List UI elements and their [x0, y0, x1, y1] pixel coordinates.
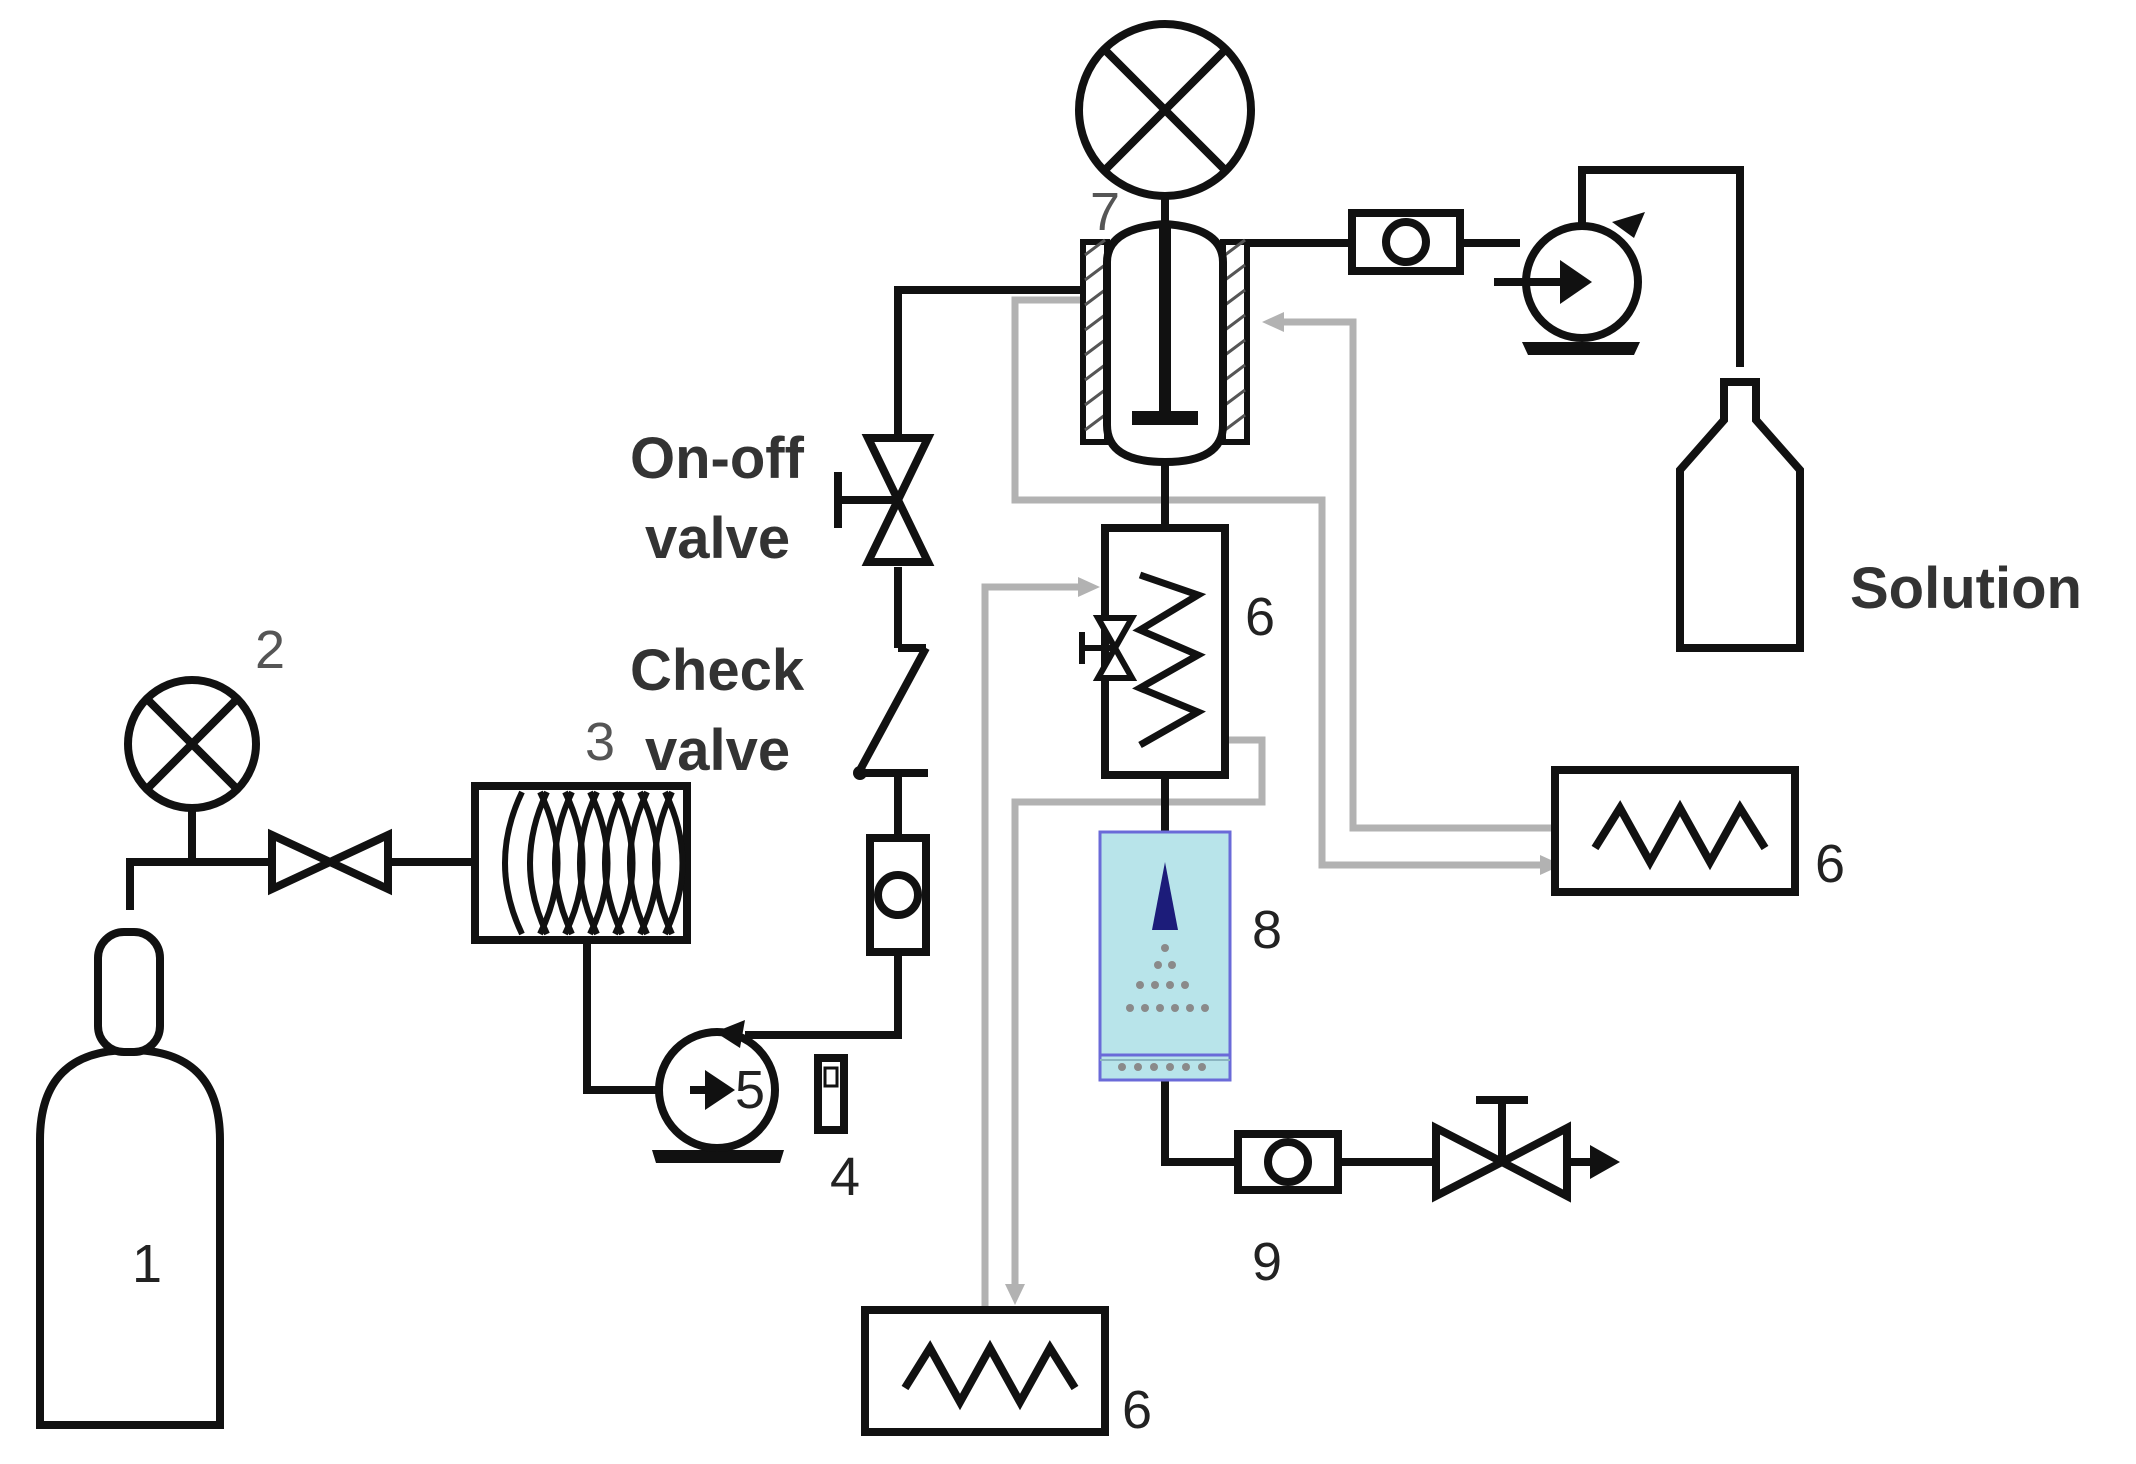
label-number-6-bottom: 6 [1122, 1380, 1152, 1440]
heater-right [1551, 766, 1799, 896]
check-valve-label-1: Check [630, 638, 805, 703]
label-number-6-right: 6 [1815, 834, 1845, 894]
pressure-gauge [124, 676, 260, 812]
solution-bottle [1676, 378, 1804, 652]
filter [814, 1054, 848, 1134]
cooler [471, 782, 691, 944]
mixing-vessel [1080, 219, 1250, 467]
on-off-valve [834, 434, 935, 566]
label-number-5: 5 [735, 1060, 765, 1120]
vessel-pressure-gauge [1075, 20, 1255, 200]
label-number-6-exchanger: 6 [1245, 587, 1275, 647]
process-lines [126, 166, 1744, 1166]
heater-bottom [861, 1306, 1109, 1436]
outlet-arrow [1590, 1145, 1620, 1179]
back-pressure-valve [1432, 1096, 1571, 1203]
label-number-1: 1 [132, 1234, 162, 1294]
label-number-7: 7 [1090, 182, 1120, 242]
on-off-valve-label-2: valve [645, 506, 790, 571]
solution-pump [1494, 212, 1645, 355]
label-number-4: 4 [830, 1147, 860, 1207]
needle-valve [268, 828, 392, 896]
precipitation-chamber [1098, 830, 1232, 1082]
labels: On-off valve Check valve Solution 1 2 3 … [132, 182, 2082, 1440]
label-number-8: 8 [1252, 900, 1282, 960]
check-valve-label-2: valve [645, 718, 790, 783]
on-off-valve-label-1: On-off [630, 426, 805, 491]
flow-meter-left [866, 834, 930, 956]
heat-exchanger [1079, 524, 1229, 779]
label-number-3: 3 [585, 712, 615, 772]
gas-cylinder [36, 928, 224, 1429]
check-valve [853, 644, 930, 780]
label-number-2: 2 [255, 620, 285, 680]
outlet-flow-meter [1234, 1130, 1342, 1194]
solution-label: Solution [1850, 556, 2082, 621]
label-number-9: 9 [1252, 1232, 1282, 1292]
co2-pump [652, 1020, 784, 1163]
flow-meter-right [1348, 209, 1464, 275]
